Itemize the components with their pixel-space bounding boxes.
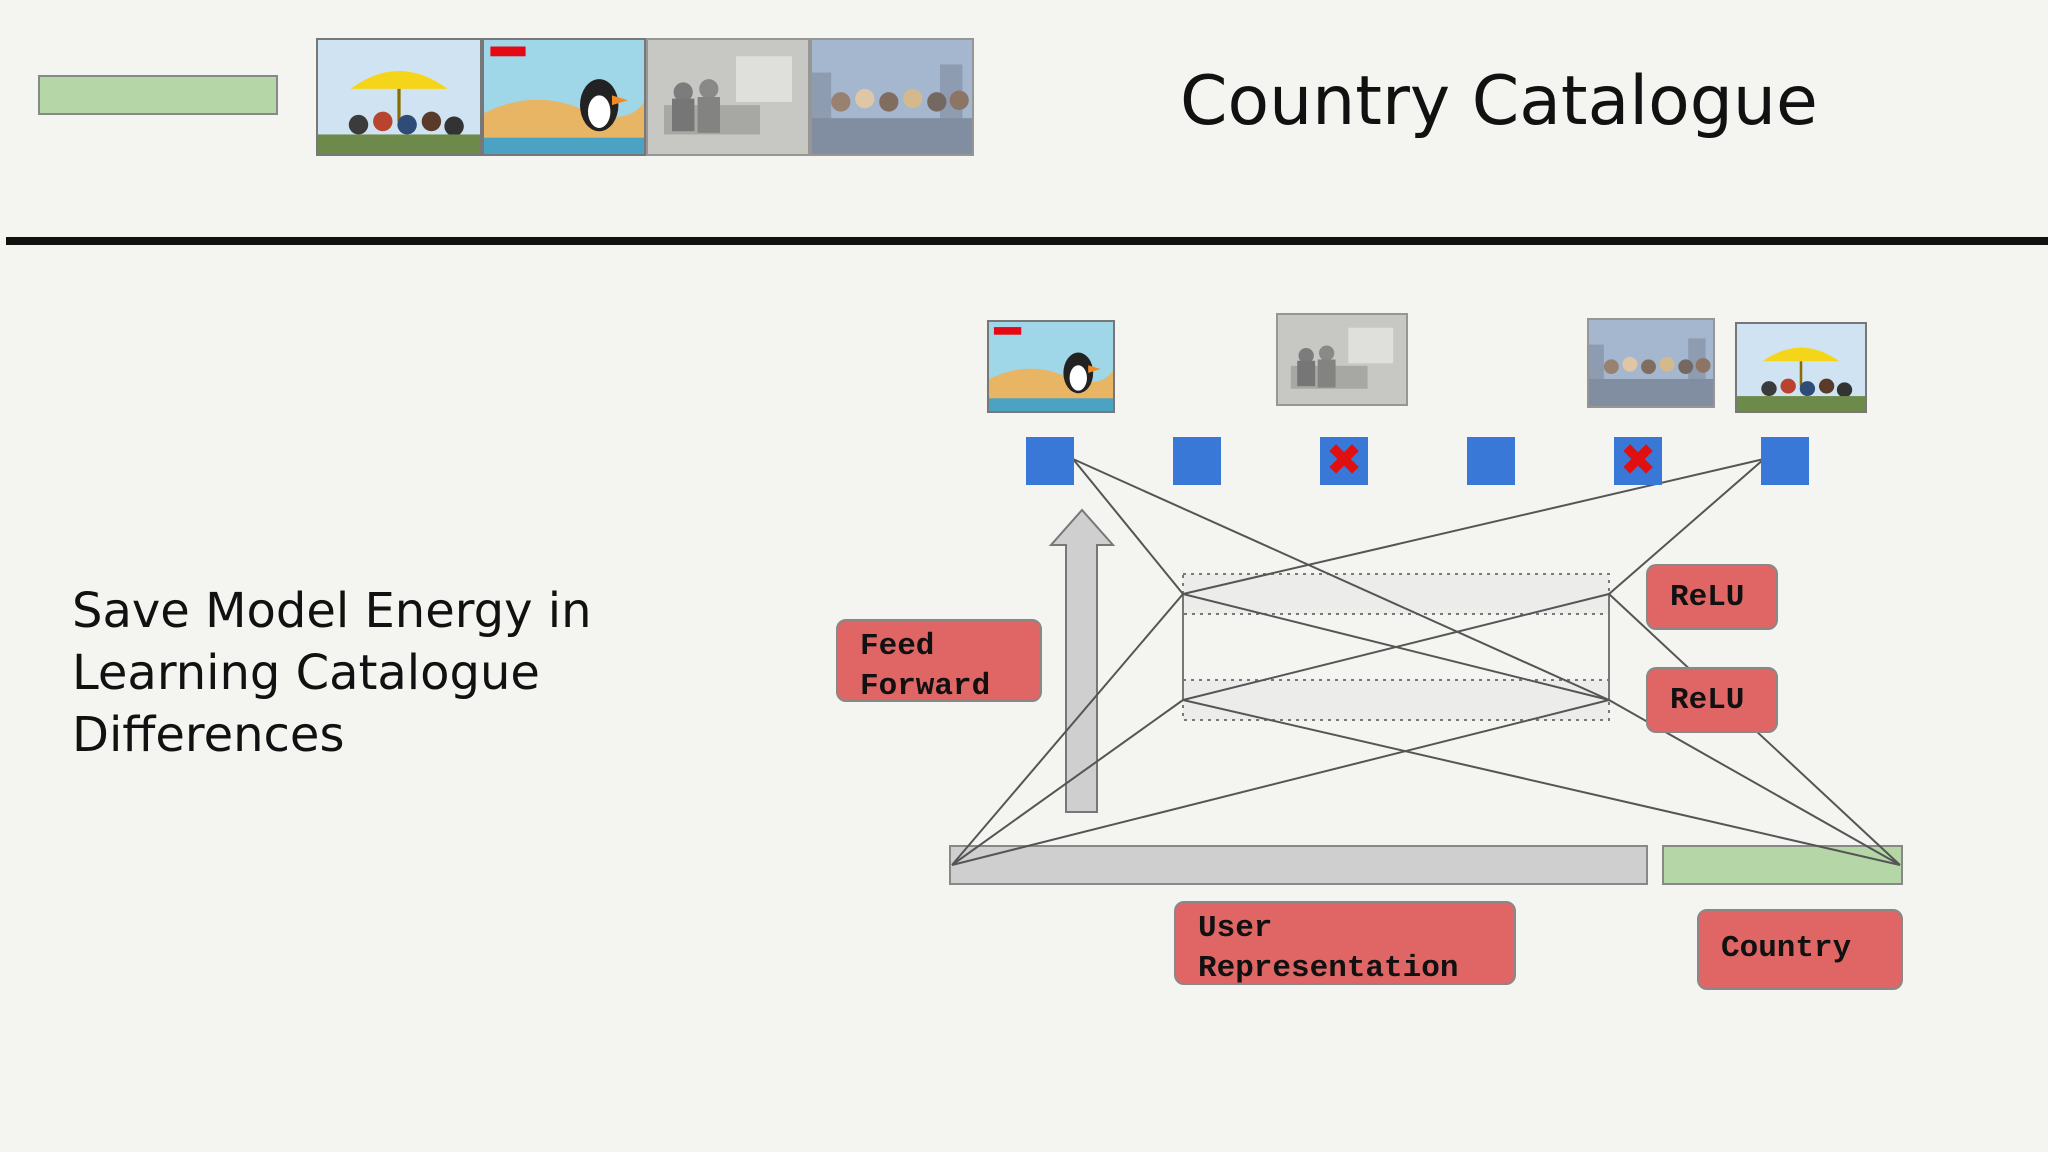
show-thumbnail	[1587, 318, 1715, 408]
show-thumbnail	[987, 320, 1115, 413]
catalogue-thumbnail	[316, 38, 482, 156]
output-tile-excluded: ✖	[1614, 437, 1662, 485]
country-bar	[1662, 845, 1903, 885]
show-thumbnail	[1735, 322, 1867, 413]
output-tile	[1761, 437, 1809, 485]
user-representation-line: User	[1198, 911, 1273, 946]
connection-lines	[951, 458, 1901, 866]
relu-text: ReLU	[1670, 580, 1745, 615]
country-color-bar	[38, 75, 278, 115]
user-representation-bar	[949, 845, 1648, 885]
relu-text: ReLU	[1670, 683, 1745, 718]
output-tile-excluded: ✖	[1320, 437, 1368, 485]
heading-line: Save Model Energy in	[72, 583, 592, 639]
user-representation-label: User Representation	[1174, 901, 1516, 986]
output-tile	[1173, 437, 1221, 485]
cross-icon: ✖	[1325, 435, 1363, 486]
cross-icon: ✖	[1619, 435, 1657, 486]
slide-heading: Save Model Energy in Learning Catalogue …	[72, 580, 632, 766]
catalogue-thumbnail	[482, 38, 646, 156]
output-tile	[1467, 437, 1515, 485]
catalogue-thumbnail	[810, 38, 974, 156]
catalogue-strip	[316, 38, 980, 156]
divider	[6, 237, 2048, 245]
relu-label-bottom: ReLU	[1646, 667, 1778, 733]
feed-forward-line: Forward	[860, 669, 991, 704]
country-label: Country	[1697, 909, 1903, 990]
output-tile	[1026, 437, 1074, 485]
heading-line: Learning Catalogue	[72, 645, 540, 701]
catalogue-thumbnail	[646, 38, 810, 156]
user-representation-line: Representation	[1198, 951, 1459, 986]
show-thumbnail	[1276, 313, 1408, 406]
feed-forward-arrow	[1048, 508, 1116, 813]
relu-label-top: ReLU	[1646, 564, 1778, 630]
country-text: Country	[1721, 931, 1852, 966]
feed-forward-line: Feed	[860, 629, 935, 664]
page-title: Country Catalogue	[1180, 62, 1818, 141]
heading-line: Differences	[72, 707, 345, 763]
feed-forward-label: Feed Forward	[836, 619, 1042, 704]
